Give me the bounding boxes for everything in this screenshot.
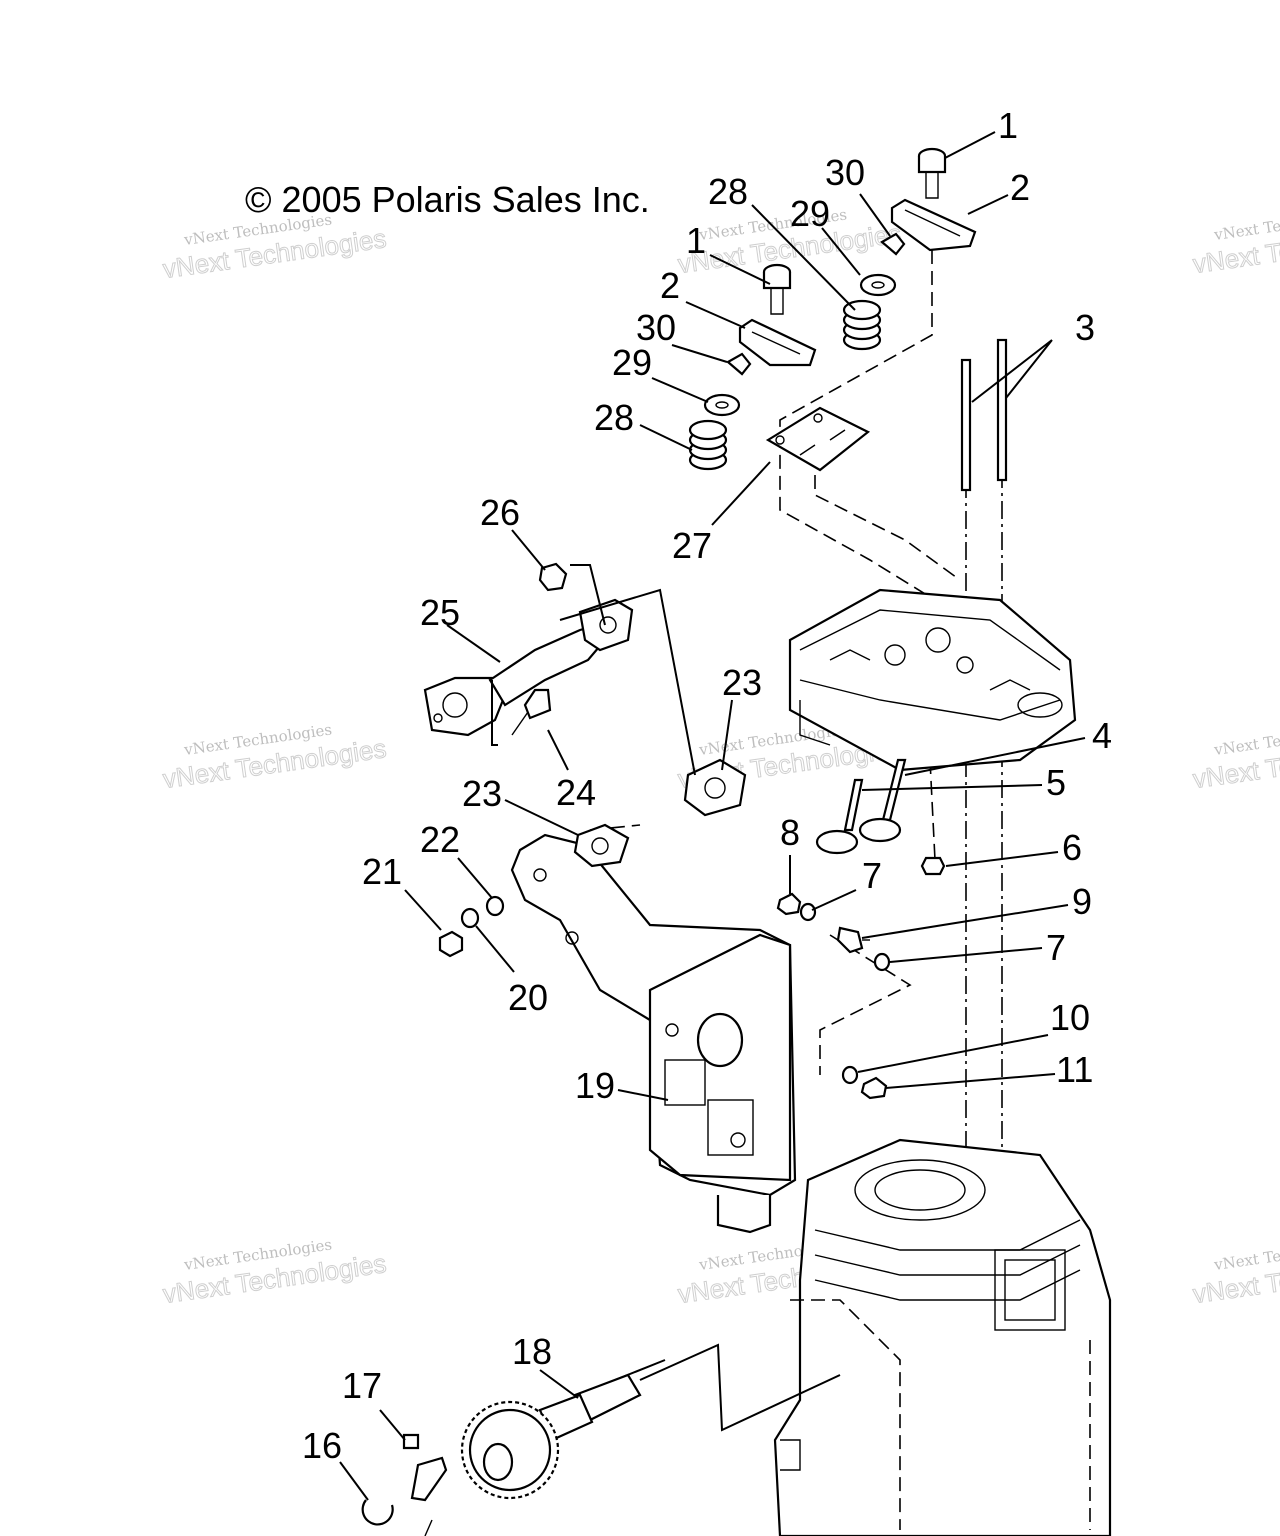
callout-label: 28 (708, 171, 748, 212)
muffler-part-19 (510, 833, 797, 1234)
washer-part-22 (485, 895, 505, 917)
callout-label: 19 (575, 1065, 615, 1106)
callout-label: 2 (660, 265, 680, 306)
callout-label: 30 (825, 152, 865, 193)
camshaft-part-18 (460, 1359, 666, 1500)
callout-labels: 1 2 30 28 29 1 2 30 29 28 3 27 26 25 23 … (302, 105, 1112, 1466)
valve-spring-part-28-upper (842, 299, 882, 351)
callout-label: 7 (1046, 927, 1066, 968)
bracket-line (570, 564, 606, 626)
push-rods-part-3 (960, 338, 1008, 492)
callout-label: 17 (342, 1365, 382, 1406)
lever-arm-drawing (410, 1456, 448, 1536)
callout-label: 23 (722, 662, 762, 703)
callout-label: 5 (1046, 762, 1066, 803)
nut-part-8 (776, 892, 802, 916)
spring-retainer-part-29-upper (859, 273, 897, 297)
callout-label: 28 (594, 397, 634, 438)
callout-label: 3 (1075, 307, 1095, 348)
pin-part-17 (402, 1433, 420, 1450)
clip-part-16 (361, 1499, 394, 1526)
valve-part-4 (858, 758, 907, 843)
guide-plate-part-27 (765, 406, 871, 472)
valve-spring-part-28-lower (688, 419, 728, 471)
bracket-line (639, 1343, 841, 1432)
callout-label: 8 (780, 812, 800, 853)
gasket-part-23-upper (683, 758, 747, 817)
valve-keeper-part-30-upper (880, 232, 906, 256)
callout-label: 30 (636, 307, 676, 348)
callout-label: 4 (1092, 715, 1112, 756)
washer-part-7-upper (799, 902, 817, 922)
callout-label: 27 (672, 525, 712, 566)
exhaust-pipe-part-25 (423, 598, 634, 737)
callout-label: 29 (790, 193, 830, 234)
callout-label: 10 (1050, 997, 1090, 1038)
callout-label: 25 (420, 592, 460, 633)
callout-label: 9 (1072, 881, 1092, 922)
rocker-arm-part-2-upper (890, 198, 977, 252)
spring-retainer-part-29-lower (703, 393, 741, 417)
sensor-part-9 (836, 926, 870, 954)
valve-keeper-part-30-lower (726, 352, 752, 376)
nut-part-21 (438, 930, 464, 958)
copyright-text: © 2005 Polaris Sales Inc. (245, 179, 650, 220)
rocker-arm-part-2-lower (738, 318, 817, 367)
washer-part-10 (841, 1065, 859, 1085)
callout-label: 26 (480, 492, 520, 533)
callout-label: 20 (508, 977, 548, 1018)
bolt-part-1-upper (917, 147, 947, 199)
callout-label: 22 (420, 819, 460, 860)
bolt-part-1-lower (762, 263, 792, 315)
callout-label: 18 (512, 1331, 552, 1372)
nut-part-11 (860, 1076, 888, 1100)
washer-part-20 (460, 907, 480, 929)
callout-label: 1 (686, 220, 706, 261)
nut-part-6 (920, 856, 946, 876)
cylinder-block-drawing (773, 1138, 1112, 1536)
washer-part-7-lower (873, 952, 891, 972)
callout-label: 7 (862, 855, 882, 896)
cylinder-head-drawing (788, 588, 1077, 772)
callout-label: 11 (1056, 1049, 1093, 1090)
callout-label: 16 (302, 1425, 342, 1466)
callout-label: 21 (362, 851, 402, 892)
stud-part-24 (511, 688, 552, 736)
callout-label: 24 (556, 772, 596, 813)
callout-label: 2 (1010, 167, 1030, 208)
leader-lines (339, 131, 1086, 1501)
callout-label: 6 (1062, 827, 1082, 868)
callout-label: 23 (462, 773, 502, 814)
callout-label: 1 (998, 105, 1018, 146)
callout-label: 29 (612, 342, 652, 383)
bracket-line (559, 588, 696, 776)
valve-part-5 (815, 778, 864, 855)
gasket-part-23-lower (573, 823, 630, 868)
bracket-line (491, 680, 498, 746)
nut-part-26 (538, 562, 568, 592)
